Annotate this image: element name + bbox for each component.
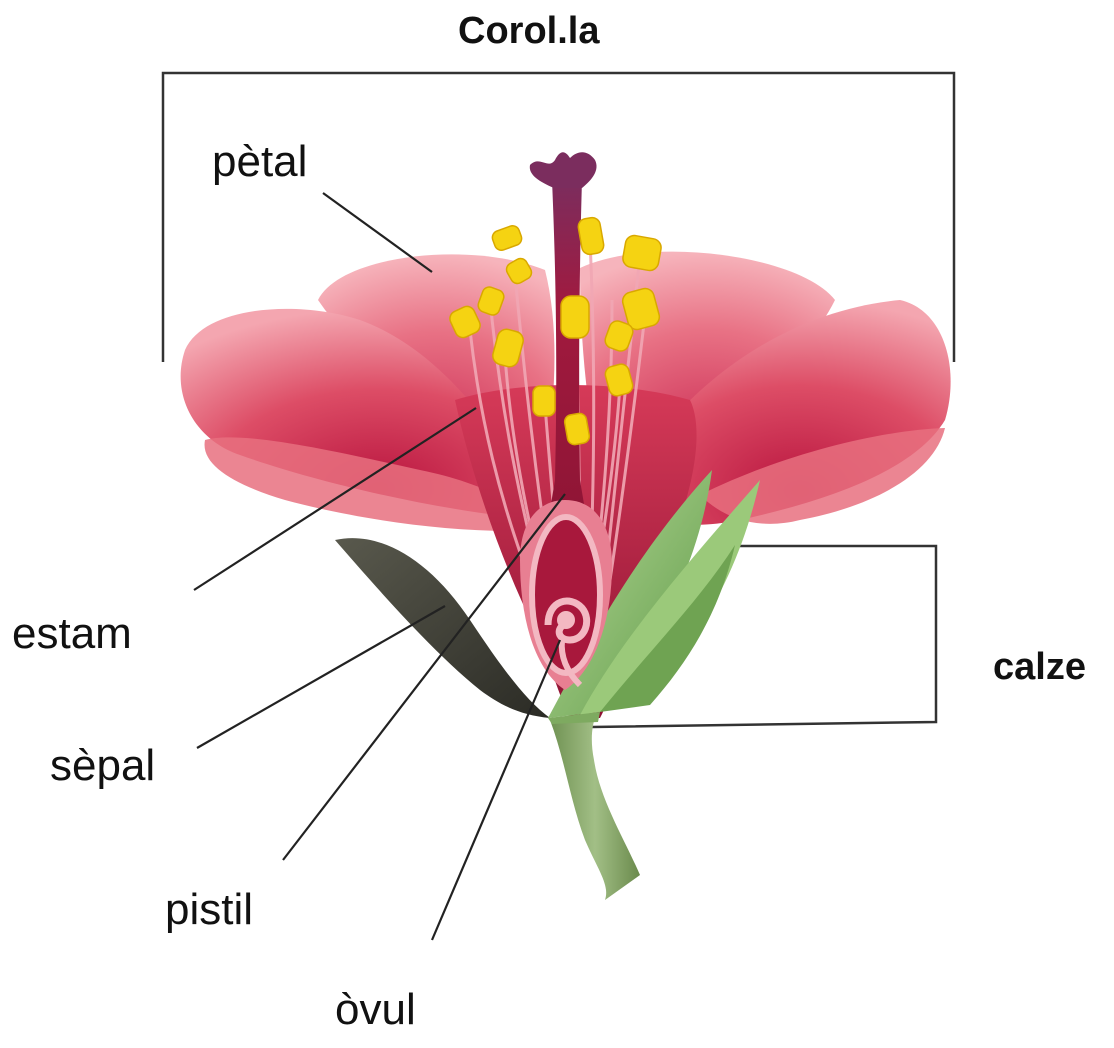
sepal-label: sèpal xyxy=(50,744,155,788)
petal-label: pètal xyxy=(212,140,307,184)
leader-sepal xyxy=(197,606,445,748)
ovule-label: òvul xyxy=(335,988,416,1032)
stigma xyxy=(530,152,597,188)
calyx-label: calze xyxy=(993,648,1086,686)
stem xyxy=(550,715,640,900)
pistil-label: pistil xyxy=(165,888,253,932)
leader-pistil xyxy=(283,494,565,860)
leader-petal xyxy=(323,193,432,272)
corolla-label: Corol.la xyxy=(458,12,599,50)
stamen-label: estam xyxy=(12,612,132,656)
